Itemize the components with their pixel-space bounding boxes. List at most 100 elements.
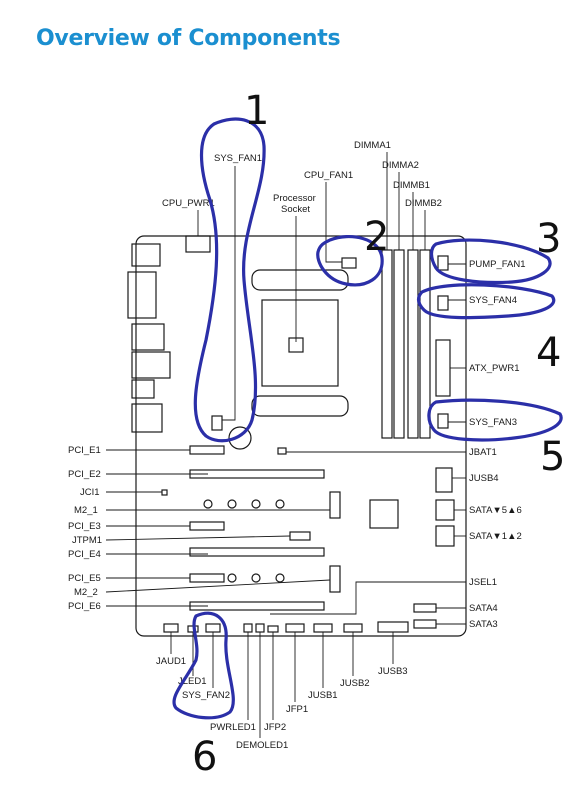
label-dimma2: DIMMA2 — [382, 160, 419, 171]
socket-bracket-bottom — [251, 395, 349, 417]
m2-standoff — [227, 499, 237, 509]
pcie-slot-e4 — [189, 547, 325, 557]
socket-bracket-top — [251, 269, 349, 291]
rear-io-2 — [127, 271, 157, 319]
dimm-slot-a2 — [393, 249, 405, 439]
label-m2-2: M2_2 — [74, 587, 98, 598]
m2-standoff — [203, 499, 213, 509]
rear-io-4 — [131, 351, 171, 379]
jaud1-header — [163, 623, 179, 633]
demoled1 — [255, 623, 265, 633]
m2-slot-2 — [329, 565, 341, 593]
chipset — [369, 499, 399, 529]
label-sys-fan4: SYS_FAN4 — [469, 295, 517, 306]
annotation-number-2: 2 — [364, 214, 389, 260]
label-jci1: JCI1 — [80, 487, 100, 498]
annotation-number-6: 6 — [192, 734, 217, 780]
processor-socket — [261, 299, 339, 387]
sys-fan4-connector — [437, 295, 449, 311]
leader-jsel1 — [270, 581, 466, 615]
dimm-slot-b1 — [407, 249, 419, 439]
sys-fan2-connector — [205, 623, 221, 633]
label-cpu-fan1: CPU_FAN1 — [304, 170, 353, 181]
label-pci-e5: PCI_E5 — [68, 573, 101, 584]
label-jaud1: JAUD1 — [156, 656, 186, 667]
pwrled1-header — [243, 623, 253, 633]
cpu-pwr1-connector — [185, 235, 211, 253]
leader-sys-fan1 — [222, 166, 236, 421]
label-m2-1: M2_1 — [74, 505, 98, 516]
label-pwrled1: PWRLED1 — [210, 722, 256, 733]
m2-standoff — [251, 499, 261, 509]
leader-cpu-fan1 — [325, 182, 342, 263]
label-jusb1: JUSB1 — [308, 690, 338, 701]
cmos-battery — [228, 426, 252, 450]
jbat1-jumper — [277, 447, 287, 455]
jtpm1-header — [289, 531, 311, 541]
m2-standoff — [275, 573, 285, 583]
leader-jtpm1 — [105, 535, 291, 541]
pcie-slot-e1 — [189, 445, 225, 455]
sys-fan3-connector — [437, 413, 449, 429]
label-demoled1: DEMOLED1 — [236, 740, 288, 751]
sata3-port — [413, 619, 437, 629]
label-sata3: SATA3 — [469, 619, 498, 630]
atx-pwr1-connector — [435, 339, 451, 397]
jusb3-header — [377, 621, 409, 633]
label-sys-fan2: SYS_FAN2 — [182, 690, 230, 701]
label-pci-e3: PCI_E3 — [68, 521, 101, 532]
label-jfp2: JFP2 — [264, 722, 286, 733]
annotation-circle-3 — [429, 238, 552, 285]
label-jbat1: JBAT1 — [469, 447, 497, 458]
label-sys-fan3: SYS_FAN3 — [469, 417, 517, 428]
label-pci-e1: PCI_E1 — [68, 445, 101, 456]
annotation-circle-6 — [172, 611, 235, 720]
label-atx-pwr1: ATX_PWR1 — [469, 363, 520, 374]
label-jusb3: JUSB3 — [378, 666, 408, 677]
label-sys-fan1: SYS_FAN1 — [214, 153, 262, 164]
annotation-number-5: 5 — [540, 434, 565, 480]
label-pci-e2: PCI_E2 — [68, 469, 101, 480]
rear-io-1 — [131, 243, 161, 267]
sata56-ports — [435, 499, 455, 521]
annotation-number-1: 1 — [244, 88, 269, 134]
sata4-port — [413, 603, 437, 613]
rear-io-3 — [131, 323, 165, 351]
leader-m2-2 — [105, 579, 331, 593]
pcie-slot-e2 — [189, 469, 325, 479]
annotation-circle-1 — [193, 117, 266, 443]
annotation-circle-3b — [416, 283, 556, 320]
page-title: Overview of Components — [36, 26, 341, 51]
label-cpu-pwr1: CPU_PWR1 — [162, 198, 215, 209]
rear-io-5 — [131, 379, 155, 399]
jusb1-header — [313, 623, 333, 633]
pump-fan1-connector — [437, 255, 449, 271]
pcie-slot-e3 — [189, 521, 225, 531]
jusb4-header — [435, 467, 453, 493]
label-sata12: SATA▼1▲2 — [469, 531, 522, 542]
sata12-ports — [435, 525, 455, 547]
label-pump-fan1: PUMP_FAN1 — [469, 259, 526, 270]
jci1-header — [161, 489, 168, 496]
annotation-circle-5 — [427, 398, 563, 442]
label-dimma1: DIMMA1 — [354, 140, 391, 151]
annotation-circle-2 — [316, 235, 384, 287]
jusb2-header — [343, 623, 363, 633]
label-jled1: JLED1 — [178, 676, 207, 687]
jfp2-header — [267, 625, 279, 633]
label-jusb4: JUSB4 — [469, 473, 499, 484]
label-sata4: SATA4 — [469, 603, 498, 614]
label-dimmb1: DIMMB1 — [393, 180, 430, 191]
jfp1-header — [285, 623, 305, 633]
label-pci-e4: PCI_E4 — [68, 549, 101, 560]
pcie-slot-e6 — [189, 601, 325, 611]
label-processor-line2: Socket — [281, 204, 310, 215]
annotation-number-4: 4 — [536, 330, 561, 376]
m2-slot-1 — [329, 491, 341, 519]
dimm-slot-a1 — [381, 249, 393, 439]
pcie-slot-e5 — [189, 573, 225, 583]
annotation-number-3: 3 — [536, 216, 561, 262]
sys-fan1-connector — [211, 415, 223, 431]
label-jfp1: JFP1 — [286, 704, 308, 715]
